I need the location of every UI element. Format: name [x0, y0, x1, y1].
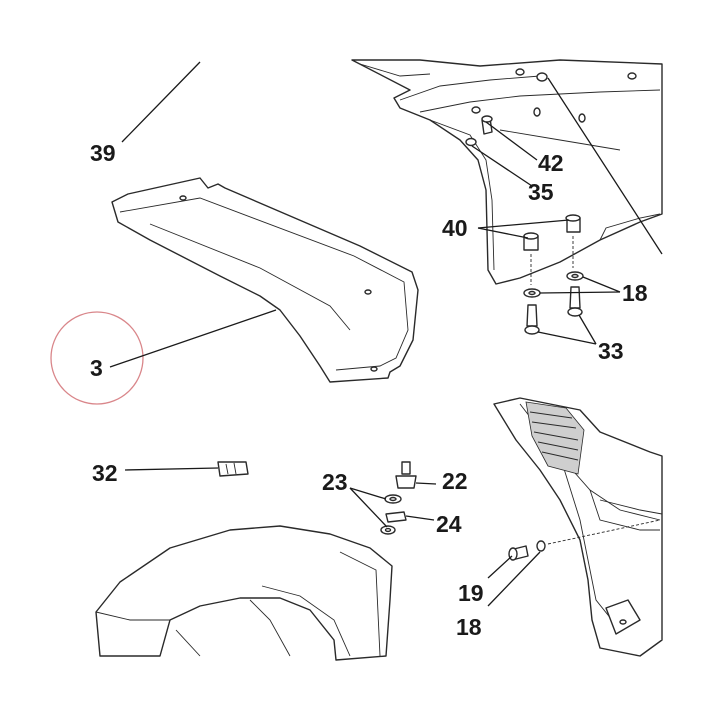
clip-24 — [385, 511, 407, 523]
front-fender — [95, 525, 393, 661]
highlight-circle — [50, 311, 144, 405]
washer-18-left — [523, 288, 541, 298]
upper-body-panel — [351, 59, 663, 285]
callout-18-lower: 18 — [456, 614, 482, 640]
callout-labels: 39 42 35 40 18 33 3 32 23 22 24 19 18 — [90, 140, 648, 640]
clip-32 — [217, 461, 249, 477]
callout-19: 19 — [458, 580, 484, 606]
nut-40-left — [523, 232, 539, 251]
side-fairing — [493, 397, 663, 657]
callout-3: 3 — [90, 355, 103, 381]
callout-39: 39 — [90, 140, 116, 166]
screw-33-right — [567, 286, 583, 317]
nut-40-right — [565, 214, 581, 233]
callout-32: 32 — [92, 460, 118, 486]
callout-24: 24 — [436, 511, 462, 537]
washer-23-lower — [380, 525, 396, 535]
screw-33-left — [524, 304, 540, 335]
washer-23-upper — [384, 494, 402, 504]
screw-22 — [395, 461, 417, 489]
callout-40: 40 — [442, 215, 468, 241]
splash-panel-3 — [111, 177, 419, 383]
bolt-19 — [508, 545, 529, 561]
callout-42: 42 — [538, 150, 564, 176]
callout-35: 35 — [528, 179, 554, 205]
washer-18-lower — [536, 540, 546, 552]
callout-33: 33 — [598, 338, 624, 364]
leader-lines — [109, 61, 663, 607]
callout-22: 22 — [442, 468, 468, 494]
washer-35 — [465, 137, 477, 147]
callout-18-upper: 18 — [622, 280, 648, 306]
washer-18-right — [566, 271, 584, 281]
callout-23: 23 — [322, 469, 348, 495]
grille-vent — [525, 401, 585, 475]
